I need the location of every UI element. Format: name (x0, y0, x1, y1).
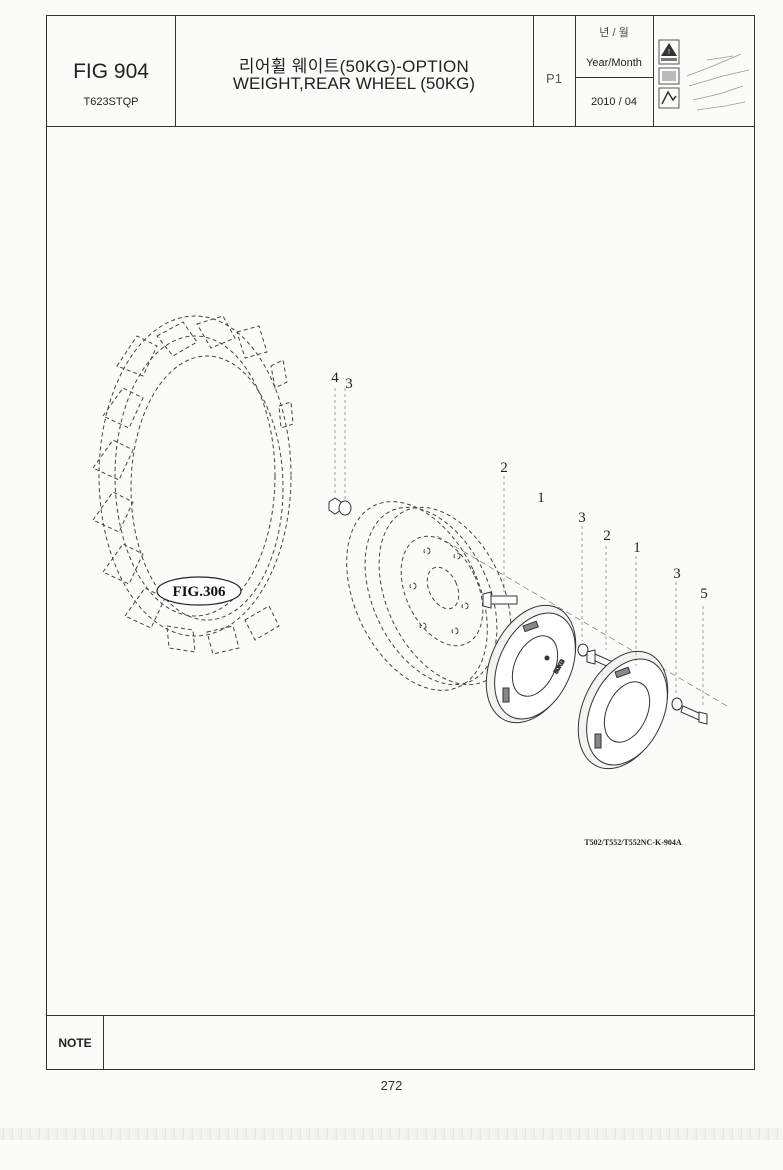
sheet-page: P1 (546, 71, 562, 86)
divider (653, 16, 654, 126)
title-block: FIG 904 T623STQP 리어휠 웨이트(50KG)-OPTION WE… (47, 16, 754, 127)
nut-washer-set (328, 497, 352, 516)
callout-number: 1 (537, 490, 545, 506)
tire-reference (92, 315, 294, 655)
note-label: NOTE (47, 1016, 104, 1069)
divider (533, 16, 534, 126)
scribble-icon (686, 53, 750, 111)
washer (577, 643, 589, 657)
divider (575, 16, 576, 126)
callout-number: 3 (673, 566, 681, 582)
divider (575, 77, 653, 78)
operation-icon (658, 87, 680, 109)
drawing-code: T502/T552/T552NC-K-904A (584, 838, 682, 847)
callout-number: 2 (603, 528, 611, 544)
year-month-value: 2010 / 04 (591, 96, 637, 108)
page-number: 272 (380, 1078, 403, 1093)
year-month-label-ko: 년 / 월 (599, 27, 629, 39)
callout-number: 3 (345, 376, 353, 392)
wheel-weight: 50KG (485, 604, 577, 724)
callout-number: 2 (500, 460, 508, 476)
svg-text:!: ! (668, 49, 670, 56)
hex-bolt (680, 705, 708, 725)
stud-bolt (482, 591, 518, 609)
warning-icon: ! (658, 39, 680, 65)
callout-number: 5 (700, 586, 708, 602)
callout-number: 4 (331, 370, 339, 386)
year-month-label: Year/Month (586, 57, 642, 69)
manual-icon (658, 67, 680, 85)
parts-drawing: FIG.306 (47, 126, 754, 1016)
fig-306-callout: FIG.306 (156, 576, 242, 606)
washer (671, 697, 683, 711)
divider (175, 16, 176, 126)
figure-number: FIG 904 (73, 60, 149, 83)
scan-artifact (0, 1128, 783, 1140)
callout-number: 3 (578, 510, 586, 526)
safety-icons: ! (658, 39, 750, 111)
model-code: T623STQP (83, 96, 139, 108)
note-row: NOTE (47, 1015, 754, 1069)
callout-number: 1 (633, 540, 641, 556)
exploded-view: FIG.306 (92, 315, 728, 847)
title-korean: 리어휠 웨이트(50KG)-OPTION (238, 57, 470, 76)
drawing-frame: FIG 904 T623STQP 리어휠 웨이트(50KG)-OPTION WE… (46, 15, 755, 1070)
title-english: WEIGHT,REAR WHEEL (50KG) (232, 74, 476, 93)
tire-tread (92, 315, 294, 655)
fig-306-label: FIG.306 (173, 584, 226, 600)
wheel-weight (577, 650, 669, 770)
